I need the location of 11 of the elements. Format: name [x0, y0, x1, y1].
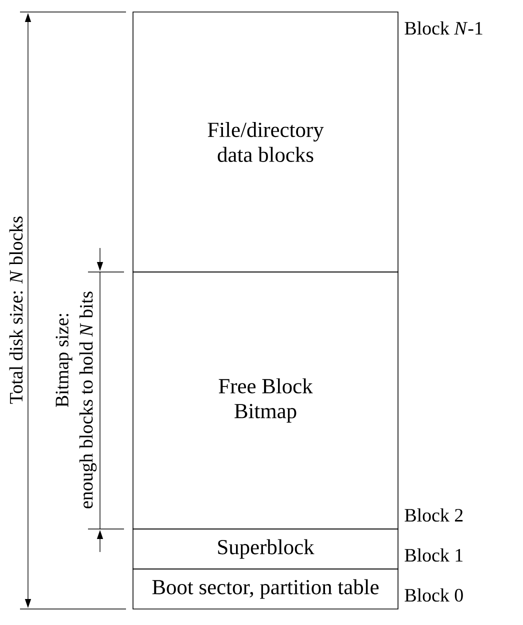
block-label: Block 2: [404, 508, 463, 522]
dimension-label: enough blocks to hold N bits: [79, 292, 97, 508]
block-box: File/directory data blocks: [132, 12, 398, 272]
block-box: Boot sector, partition table: [132, 568, 398, 610]
block-box: Superblock: [132, 528, 398, 570]
dimension-label: Total disk size: N blocks: [9, 216, 23, 404]
block-label: Block 1: [404, 548, 462, 562]
block-label: Block 0: [404, 588, 463, 602]
dimension-label: Bitmap size:: [56, 314, 72, 408]
block-label: Block N-1: [404, 21, 482, 35]
block-box: Free Block Bitmap: [132, 272, 398, 530]
